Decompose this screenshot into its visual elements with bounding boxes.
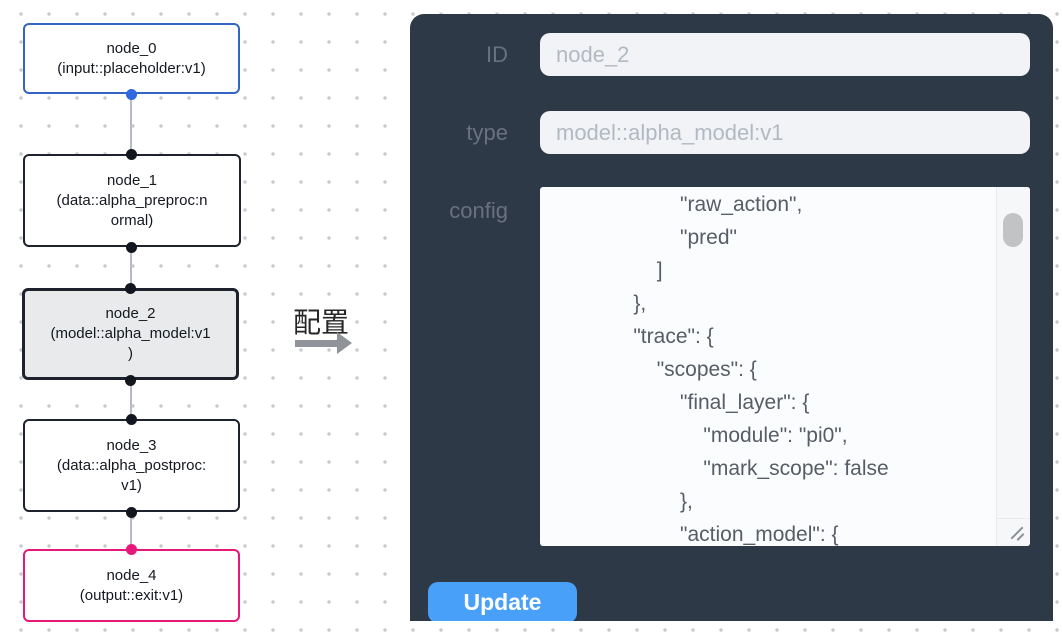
scrollbar-track[interactable] — [996, 187, 1030, 546]
node-type-line: (data::alpha_preproc:n — [56, 191, 208, 209]
id-field-label: ID — [486, 42, 508, 67]
right-arrow-icon — [295, 332, 355, 356]
scrollbar-thumb[interactable] — [1003, 213, 1023, 247]
node-type-line: ) — [128, 345, 133, 362]
flow-node-node_2-selected[interactable]: node_2 (model::alpha_model:v1 ) — [22, 288, 239, 380]
edge-node1-node2 — [130, 247, 132, 288]
node-title: node_3 — [106, 436, 157, 454]
edge-node0-node1 — [130, 94, 132, 154]
resize-handle-icon[interactable] — [1008, 524, 1026, 542]
arrow-head — [337, 332, 352, 354]
config-textarea[interactable]: "raw_action", "pred" ] }, "trace": { "sc… — [540, 187, 1030, 546]
flow-node-node_1[interactable]: node_1 (data::alpha_preproc:n ormal) — [23, 154, 241, 247]
node-type-line: (data::alpha_postproc: — [56, 456, 207, 474]
type-field-label: type — [466, 120, 508, 145]
node-type-line: v1) — [121, 476, 142, 494]
node-type-line: ormal) — [110, 211, 154, 229]
node-title: node_4 — [106, 566, 157, 584]
flow-node-node_4[interactable]: node_4 (output::exit:v1) — [23, 549, 240, 622]
node-type-line: (input::placeholder:v1) — [57, 59, 206, 77]
type-input[interactable] — [540, 111, 1030, 154]
port-node0-output[interactable] — [126, 89, 137, 100]
port-node4-input[interactable] — [126, 544, 137, 555]
edge-node2-node3 — [130, 380, 132, 419]
flow-node-node_0[interactable]: node_0 (input::placeholder:v1) — [23, 23, 240, 94]
scrollbar-corner-divider — [997, 518, 1030, 519]
arrow-shaft — [295, 340, 337, 347]
edge-node3-node4 — [130, 512, 132, 549]
node-title: node_2 — [105, 305, 156, 322]
port-node3-output[interactable] — [126, 507, 137, 518]
port-node2-output[interactable] — [125, 375, 136, 386]
port-node3-input[interactable] — [126, 414, 137, 425]
node-type-line: (model::alpha_model:v1 — [50, 325, 211, 342]
id-input[interactable] — [540, 33, 1030, 76]
node-title: node_1 — [106, 171, 158, 189]
config-json-content[interactable]: "raw_action", "pred" ] }, "trace": { "sc… — [633, 193, 889, 546]
port-node1-output[interactable] — [126, 242, 137, 253]
port-node2-input[interactable] — [125, 283, 136, 294]
flow-node-node_3[interactable]: node_3 (data::alpha_postproc: v1) — [23, 419, 240, 512]
port-node1-input[interactable] — [126, 149, 137, 160]
update-button[interactable]: Update — [428, 582, 577, 621]
node-config-panel: ID type config "raw_action", "pred" ] },… — [410, 14, 1053, 621]
node-type-line: (output::exit:v1) — [79, 586, 184, 604]
node-title: node_0 — [106, 39, 157, 57]
config-field-label: config — [449, 198, 508, 223]
